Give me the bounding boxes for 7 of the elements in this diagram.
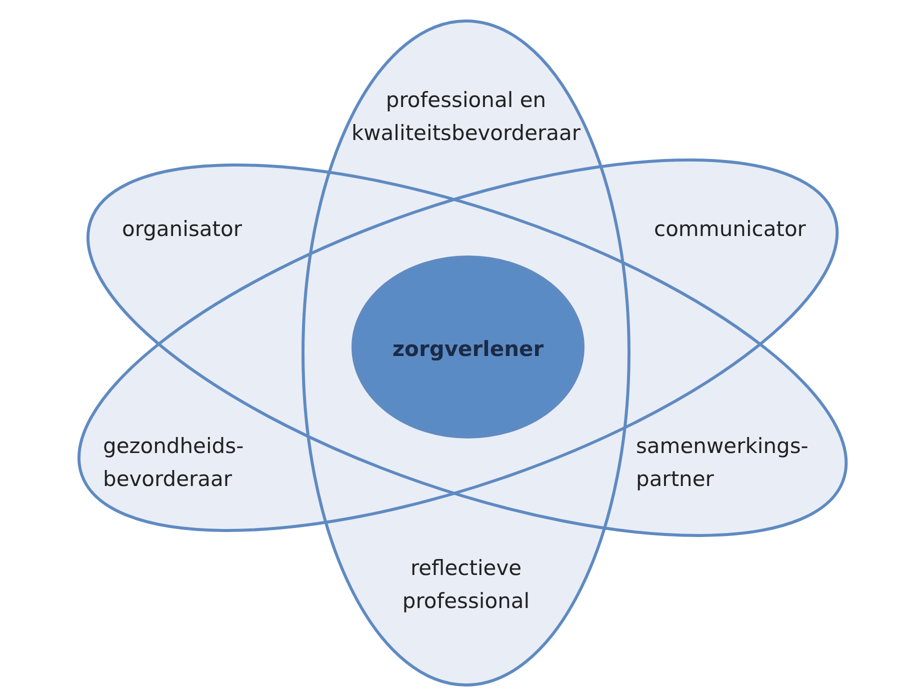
role-label: organisator [120, 216, 243, 243]
role-label: reflectieve professional [401, 555, 531, 615]
role-label: communicator [653, 216, 807, 243]
role-label: professional en kwaliteitsbevorderaar [350, 87, 582, 147]
role-label: samenwerkings- partner [636, 432, 810, 493]
role-label: gezondheids- bevorderaar [102, 432, 245, 493]
central-role-label: zorgverlener [391, 336, 545, 363]
